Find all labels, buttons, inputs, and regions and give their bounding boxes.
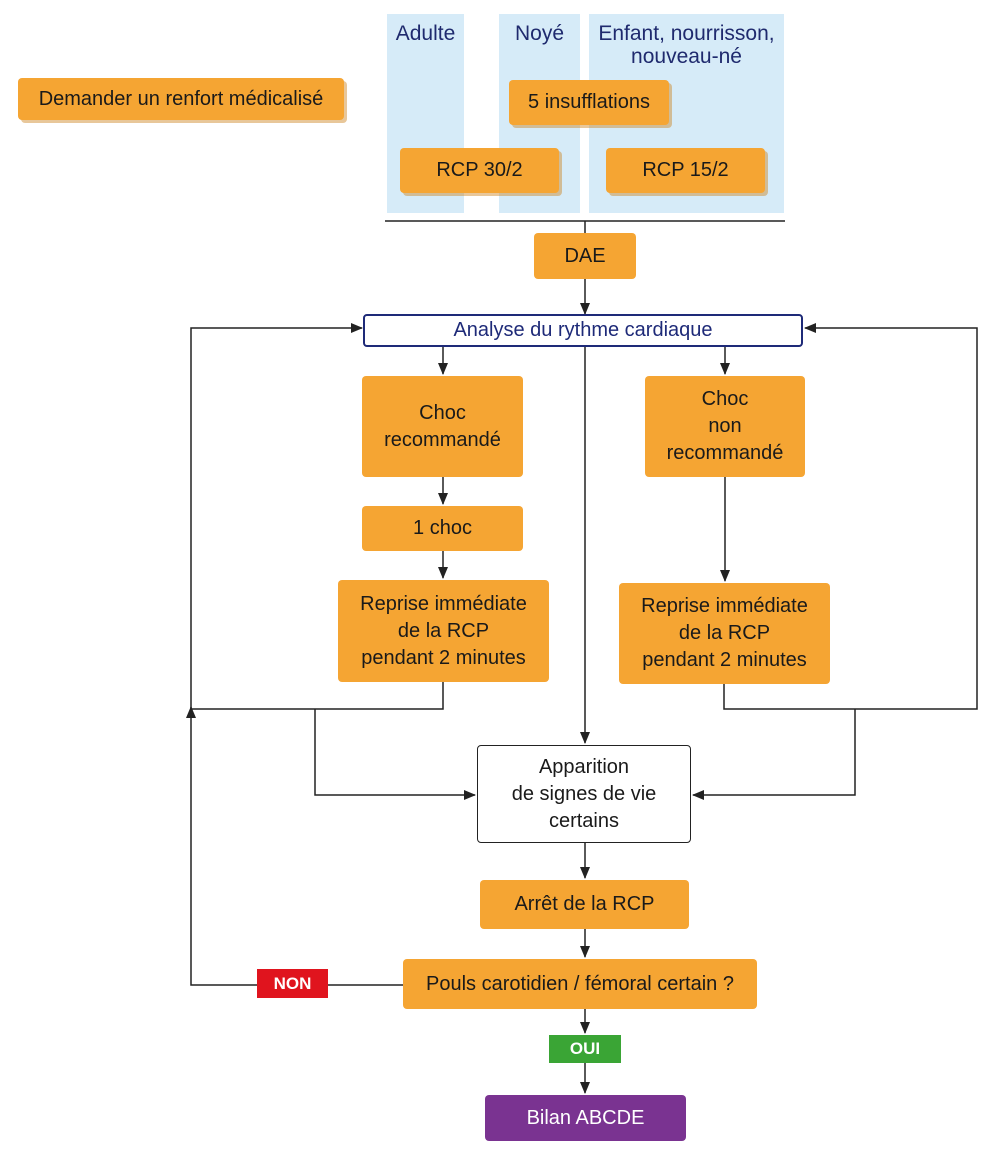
right-loop-arrow	[723, 323, 978, 710]
child-column-header: Enfant, nourrisson, nouveau-né	[598, 22, 775, 68]
oui-label: OUI	[549, 1035, 621, 1063]
signs-of-life-box: Apparition de signes de vie certains	[477, 745, 691, 843]
pulse-check-box: Pouls carotidien / fémoral certain ?	[403, 959, 757, 1009]
no-shock-recommended-box: Choc non recommandé	[645, 376, 805, 477]
shock-recommended-box: Choc recommandé	[362, 376, 523, 477]
request-reinforcement-box: Demander un renfort médicalisé	[18, 78, 344, 120]
non-loop-arrow	[186, 706, 403, 986]
insufflations-box: 5 insufflations	[509, 80, 669, 125]
rcp-adult-box: RCP 30/2	[400, 148, 559, 193]
resume-cpr-right-box: Reprise immédiate de la RCP pendant 2 mi…	[619, 583, 830, 684]
one-shock-box: 1 choc	[362, 506, 523, 551]
left-to-signs-arrow	[314, 709, 476, 800]
rcp-child-box: RCP 15/2	[606, 148, 765, 193]
resume-cpr-left-box: Reprise immédiate de la RCP pendant 2 mi…	[338, 580, 549, 682]
drowned-column-header: Noyé	[514, 22, 565, 45]
adult-column-header: Adulte	[395, 22, 456, 45]
stop-cpr-box: Arrêt de la RCP	[480, 880, 689, 929]
rhythm-analysis-box: Analyse du rythme cardiaque	[363, 314, 803, 347]
abcde-assessment-box: Bilan ABCDE	[485, 1095, 686, 1141]
right-to-signs-arrow	[692, 709, 856, 800]
non-label: NON	[257, 969, 328, 998]
dae-box: DAE	[534, 233, 636, 279]
